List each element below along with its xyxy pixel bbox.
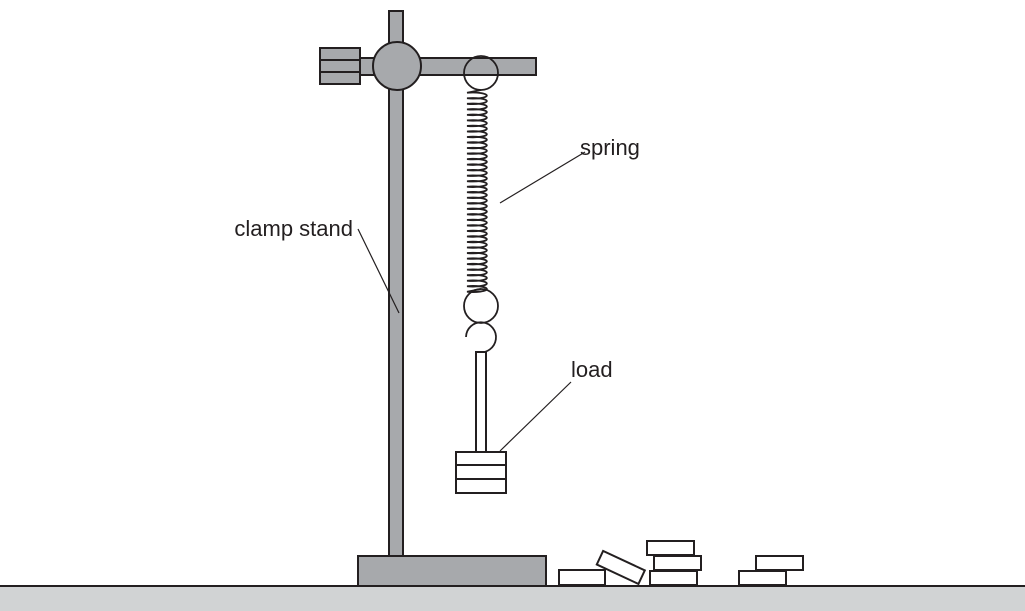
spring-leader [499, 151, 586, 204]
bench [0, 585, 1025, 611]
spring-coil [466, 89, 488, 293]
clamp-screw [319, 47, 375, 85]
hanger-hook [465, 321, 497, 354]
clamp-stand-leader [357, 228, 400, 314]
clamp-boss [372, 41, 422, 91]
spring-label: spring [580, 135, 640, 160]
clamp-stand-label: clamp stand [234, 216, 353, 241]
load-leader [499, 381, 572, 452]
hanger-stem [475, 351, 487, 453]
clamp-stand [319, 10, 547, 587]
spare-mass [595, 549, 647, 586]
load-mass [455, 451, 507, 494]
spare-mass [653, 555, 702, 571]
spare-mass [649, 570, 698, 586]
load-label: load [571, 357, 613, 382]
stand-base [357, 555, 547, 587]
load [455, 351, 507, 494]
spring-bottom-loop [463, 288, 499, 324]
spare-mass [738, 570, 787, 586]
stand-rod [388, 10, 404, 557]
spare-mass [558, 569, 606, 586]
spring [463, 55, 499, 354]
spare-mass [646, 540, 695, 556]
spare-mass [755, 555, 804, 571]
spare-masses [558, 540, 804, 586]
